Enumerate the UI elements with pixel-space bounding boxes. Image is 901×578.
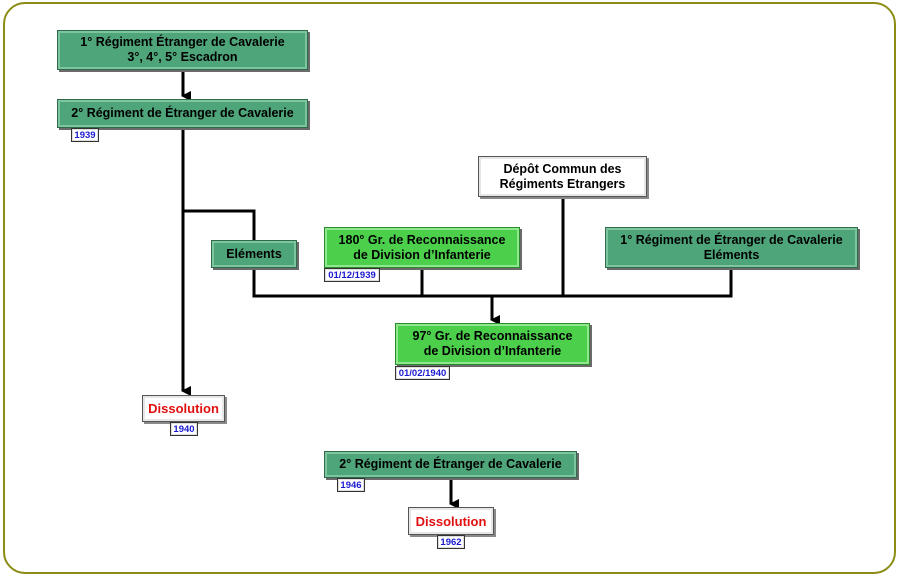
node-2rec-1946: 2° Régiment de Étranger de Cavalerie (324, 451, 577, 478)
date-badge-01-12-1939: 01/12/1939 (324, 268, 380, 282)
date-badge-1946: 1946 (337, 478, 365, 492)
node-2rec-1939: 2° Régiment de Étranger de Cavalerie (57, 99, 308, 128)
date-badge-1940: 1940 (170, 422, 198, 436)
date-badge-01-02-1940: 01/02/1940 (395, 366, 450, 380)
date-badge-1962: 1962 (437, 535, 465, 549)
line-branch-elements (183, 209, 256, 240)
node-dissolution-1940: Dissolution (142, 395, 225, 422)
node-dissolution-1962: Dissolution (408, 507, 494, 535)
date-badge-1939: 1939 (71, 128, 99, 142)
node-elements: Eléments (211, 240, 297, 268)
